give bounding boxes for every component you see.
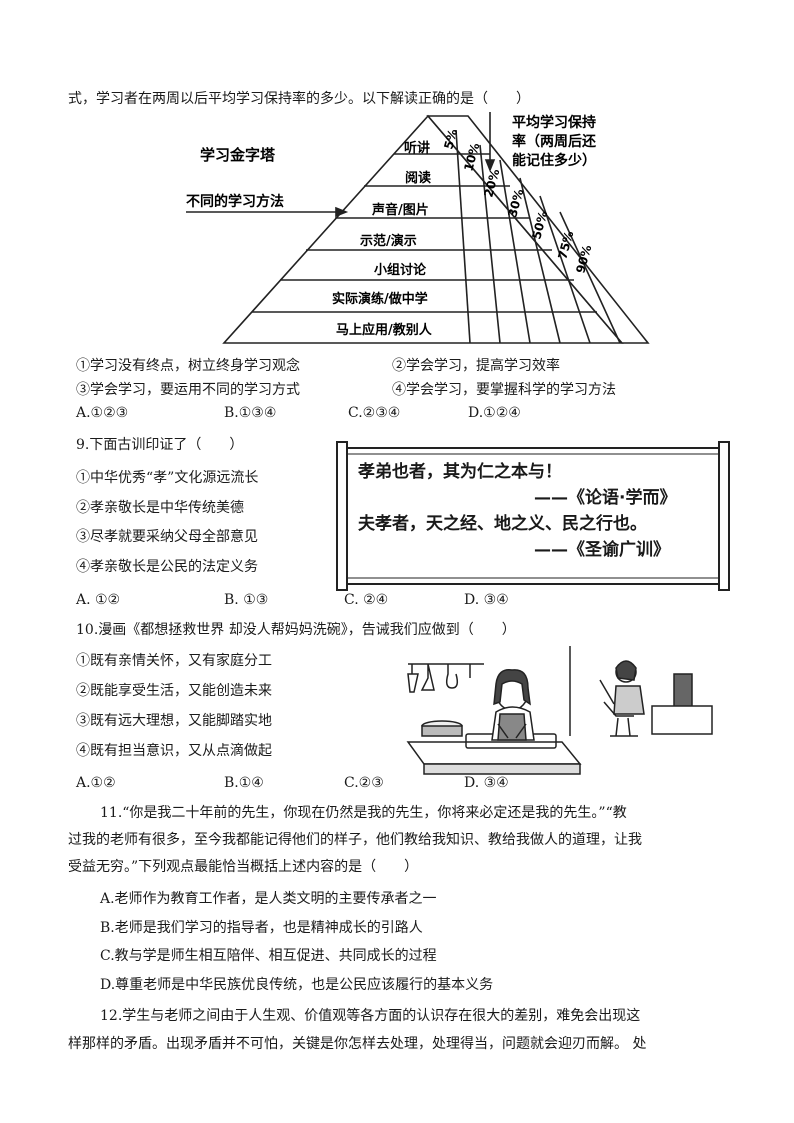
q9-stem: 9.下面古训印证了（ ） [76,437,244,453]
q9-option-1: ①中华优秀“孝”文化源远流长 [76,470,259,486]
q10-option-2: ②既能享受生活，又能创造未来 [76,683,272,699]
level-4: 示范/演示 [360,233,417,249]
q9-option-2: ②孝亲敬长是中华传统美德 [76,500,244,516]
retention-label-3: 能记住多少） [512,152,596,169]
retention-label-1: 平均学习保持 [512,114,596,131]
methods-label: 不同的学习方法 [186,193,284,210]
level-6: 实际演练/做中学 [332,291,428,307]
q11-choice-a: A.老师作为教育工作者，是人类文明的主要传承者之一 [100,891,437,907]
q10-stem: 10.漫画《都想拯救世界 却没人帮妈妈洗碗》，告诫我们应做到（ ） [76,622,516,638]
learning-pyramid-figure: 学习金字塔 不同的学习方法 平均学习保持 率（两周后还 能记住多少） 听讲 阅读… [186,112,650,344]
q8-option-1: ①学习没有终点，树立终身学习观念 [76,358,300,374]
cartoon-illustration [406,646,713,775]
q8-option-2: ②学会学习，提高学习效率 [392,358,560,374]
q8-option-4: ④学会学习，要掌握科学的学习方法 [392,382,616,398]
q10-choice-c: C.②③ [344,775,384,791]
q10-choice-a: A.①② [76,775,116,791]
q12-stem-2: 样那样的矛盾。出现矛盾并不可怕，关键是你怎样去处理，处理得当，问题就会迎刃而解。… [68,1036,647,1052]
scroll-quote-2: 夫孝者，天之经、地之义、民之行也。 [358,514,647,534]
q11-choice-d: D.尊重老师是中华民族优良传统，也是公民应该履行的基本义务 [100,977,494,993]
q11-stem-1: 11.“你是我二十年前的先生，你现在仍然是我的先生，你将来必定还是我的先生。”“… [100,805,627,821]
q11-stem-3: 受益无穷。”下列观点最能恰当概括上述内容的是（ ） [68,859,419,875]
level-7: 马上应用/教别人 [336,322,433,338]
intro-line: 式，学习者在两周以后平均学习保持率的多少。以下解读正确的是（ ） [68,91,530,107]
level-3: 声音/图片 [371,202,429,218]
q8-choice-d: D.①②④ [468,405,521,421]
q10-option-4: ④既有担当意识，又从点滴做起 [76,743,272,759]
rate-5: 5% [441,127,460,150]
q10-option-3: ③既有远大理想，又能脚踏实地 [76,713,272,729]
scroll-frame [336,441,730,591]
scroll-source-1: ——《论语·学而》 [534,488,677,508]
q8-option-3: ③学会学习，要运用不同的学习方式 [76,382,300,398]
q9-choice-d: D. ③④ [464,592,509,608]
retention-label-2: 率（两周后还 [512,133,597,150]
q9-option-4: ④孝亲敬长是公民的法定义务 [76,559,258,575]
level-1: 听讲 [404,140,430,156]
q11-choice-b: B.老师是我们学习的指导者，也是精神成长的引路人 [100,920,423,936]
q8-choice-b: B.①③④ [224,405,277,421]
scroll-quote-1: 孝弟也者，其为仁之本与！ [358,462,562,482]
q10-option-1: ①既有亲情关怀，又有家庭分工 [76,653,272,669]
q11-stem-2: 过我的老师有很多，至今我都能记得他们的样子，他们教给我知识、教给我做人的道理，让… [68,832,642,848]
level-2: 阅读 [405,170,431,186]
q8-choice-c: C.②③④ [348,405,401,421]
q11-choice-c: C.教与学是师生相互陪伴、相互促进、共同成长的过程 [100,948,437,964]
q9-choice-a: A. ①② [76,592,121,608]
level-5: 小组讨论 [374,262,427,278]
q10-choice-d: D. ③④ [464,775,509,791]
scroll-source-2: ——《圣谕广训》 [534,540,670,560]
q9-choice-c: C. ②④ [344,592,389,608]
q8-choice-a: A.①②③ [76,405,129,421]
q9-choice-b: B. ①③ [224,592,269,608]
q10-choice-b: B.①④ [224,775,264,791]
q12-stem-1: 12.学生与老师之间由于人生观、价值观等各方面的认识存在很大的差别，难免会出现这 [100,1008,641,1024]
q9-option-3: ③尽孝就要采纳父母全部意见 [76,529,258,545]
pyramid-title: 学习金字塔 [200,146,276,164]
